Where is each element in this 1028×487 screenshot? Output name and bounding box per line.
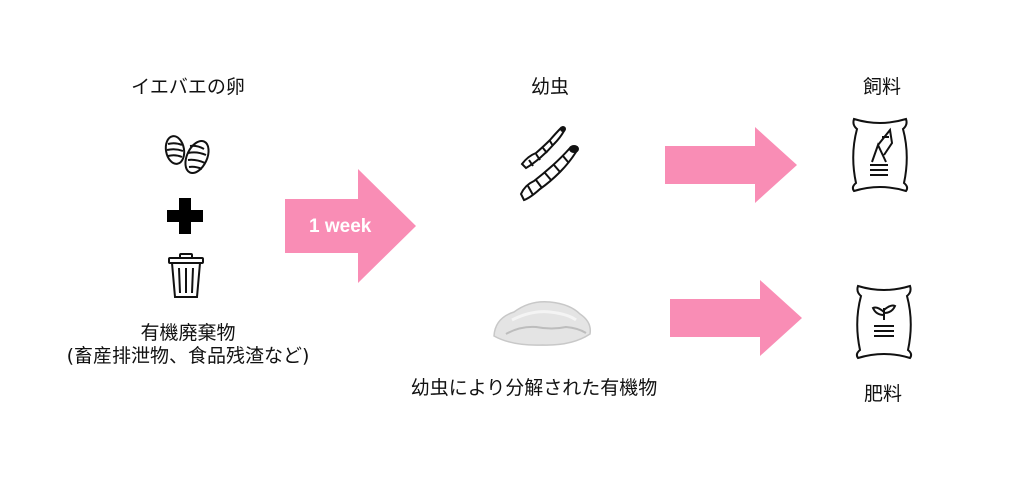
feed-label: 飼料: [862, 76, 901, 98]
organic-waste-sublabel: (畜産排泄物、食品残渣など): [66, 345, 310, 367]
larva-icon: [519, 126, 579, 202]
fertilizer-arrow-shape: [670, 280, 802, 356]
fertilizer-bag-icon: [855, 284, 913, 360]
fertilizer-label: 肥料: [863, 383, 902, 405]
one-week-arrow-shape: [285, 169, 416, 283]
one-week-arrow: [285, 169, 416, 283]
residue-label: 幼虫により分解された有機物: [410, 377, 658, 399]
feed-arrow: [665, 127, 797, 203]
feed-arrow-shape: [665, 127, 797, 203]
organic-waste-label: 有機廃棄物: [140, 322, 236, 344]
egg-label: イエバエの卵: [131, 76, 245, 98]
powder-pile-icon: [493, 300, 592, 346]
egg-icon: [164, 135, 210, 174]
trash-can-icon: [168, 253, 204, 298]
plus-icon: [167, 198, 203, 234]
feed-bag-icon: [851, 117, 909, 193]
one-week-label: 1 week: [309, 216, 372, 237]
larvae-label: 幼虫: [530, 76, 569, 98]
fertilizer-arrow: [670, 280, 802, 356]
